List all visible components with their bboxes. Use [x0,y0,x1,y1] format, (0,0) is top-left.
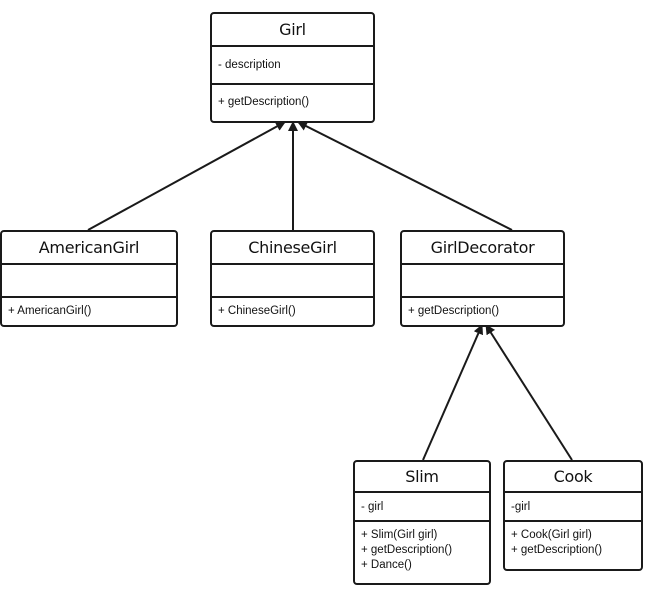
class-americangirl[interactable]: AmericanGirl + AmericanGirl() [0,230,178,327]
class-attributes-cook: -girl [505,493,641,522]
class-operations-chinesegirl: + ChineseGirl() [212,298,373,325]
class-attributes-chinesegirl [212,265,373,298]
class-operations-americangirl: + AmericanGirl() [2,298,176,325]
class-attributes-girldecorator [402,265,563,298]
class-name-slim: Slim [355,462,489,493]
inheritance-arrow-slim-to-girldecorator [422,324,483,461]
class-chinesegirl[interactable]: ChineseGirl + ChineseGirl() [210,230,375,327]
class-girl[interactable]: Girl - description + getDescription() [210,12,375,123]
operation-constructor: + Slim(Girl girl) [361,529,438,541]
attribute-girl: -girl [511,500,531,513]
class-operations-girl: + getDescription() [212,85,373,116]
operation-constructor: + ChineseGirl() [218,305,296,317]
attribute-description: - description [218,59,281,71]
operation-constructor: + Cook(Girl girl) [511,529,592,541]
inheritance-arrow-americangirl-to-girl [87,121,286,231]
attribute-girl: - girl [361,500,384,513]
class-operations-slim: + Slim(Girl girl) + getDescription() + D… [355,522,489,579]
class-name-cook: Cook [505,462,641,493]
class-attributes-americangirl [2,265,176,298]
class-name-americangirl: AmericanGirl [2,232,176,265]
operation-getdescription: + getDescription() [511,544,603,556]
class-girldecorator[interactable]: GirlDecorator + getDescription() [400,230,565,327]
operation-constructor: + AmericanGirl() [8,305,92,317]
class-cook[interactable]: Cook -girl + Cook(Girl girl) + getDescri… [503,460,643,571]
class-attributes-slim: - girl [355,493,489,522]
class-name-chinesegirl: ChineseGirl [212,232,373,265]
operation-dance: + Dance() [361,559,412,571]
class-slim[interactable]: Slim - girl + Slim(Girl girl) + getDescr… [353,460,491,585]
class-name-girldecorator: GirlDecorator [402,232,563,265]
class-name-girl: Girl [212,14,373,47]
class-operations-girldecorator: + getDescription() [402,298,563,325]
class-attributes-girl: - description [212,47,373,85]
inheritance-arrow-girldecorator-to-girl [297,121,513,231]
class-operations-cook: + Cook(Girl girl) + getDescription() [505,522,641,564]
operation-getdescription: + getDescription() [218,96,310,108]
operation-getdescription: + getDescription() [361,544,453,556]
inheritance-arrow-cook-to-girldecorator [485,324,573,461]
operation-getdescription: + getDescription() [408,305,500,317]
